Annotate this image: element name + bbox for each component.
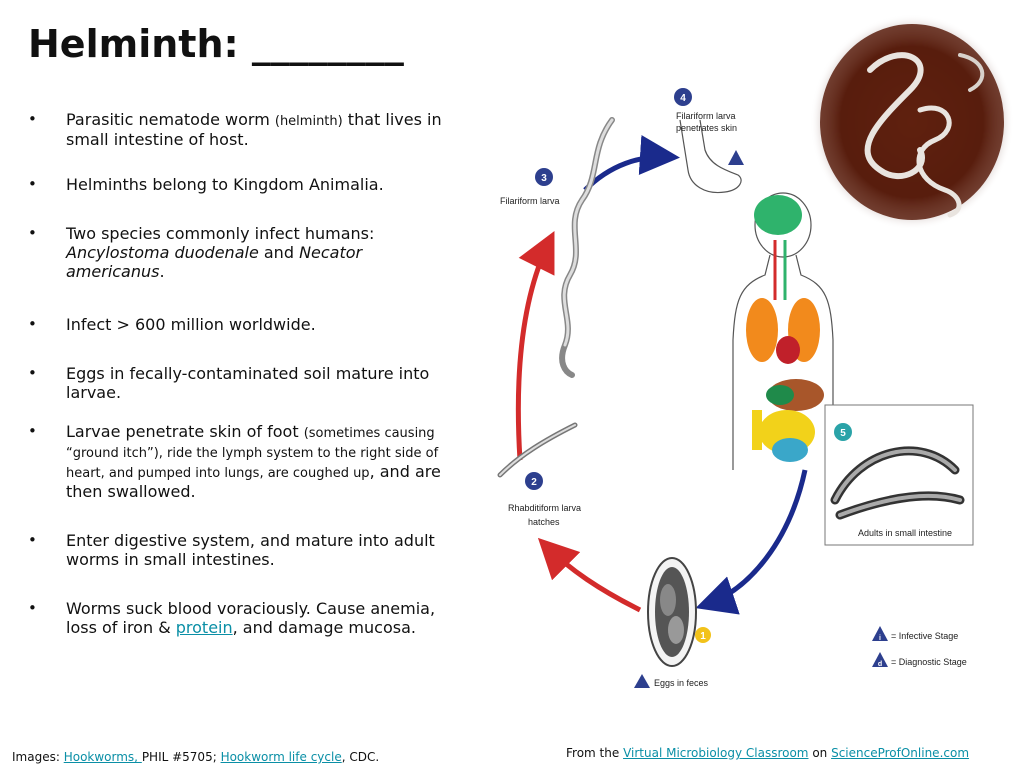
- rhabditiform-larva-shape: [497, 422, 578, 478]
- stage-number-4: 4: [674, 88, 692, 106]
- arrow-5-to-1: [695, 469, 808, 615]
- bullet-small-text: (helminth): [274, 114, 343, 129]
- bullet-list: Parasitic nematode worm (helminth) that …: [28, 110, 453, 637]
- bullet-text: Infect > 600 million worldwide.: [66, 315, 316, 334]
- bullet-text: , and are then swallowed.: [66, 462, 441, 501]
- human-body-figure: [732, 192, 834, 470]
- bullet-text: and: [258, 243, 300, 262]
- bullet-text: Larvae penetrate skin of foot: [66, 422, 304, 441]
- bullet-text: that lives in small intestine of host.: [66, 110, 442, 149]
- scienceprofonline-link[interactable]: ScienceProfOnline.com: [831, 746, 970, 760]
- image-credits: Images: Hookworms, PHIL #5705; Hookworm …: [12, 750, 379, 764]
- credits-prefix: Images:: [12, 750, 64, 764]
- bullet-text: Eggs in fecally-contaminated soil mature…: [66, 364, 430, 402]
- foot-outline: [679, 119, 742, 194]
- hookworm-life-cycle-diagram: 4 3 2 5 1 Filariform larva penetrates sk…: [497, 14, 1014, 688]
- slide-title: Helminth: ________: [28, 22, 404, 66]
- species-name: Ancylostoma duodenale: [66, 243, 259, 262]
- bullet-item: Parasitic nematode worm (helminth) that …: [28, 110, 453, 149]
- legend-infective-label: = Infective Stage: [891, 631, 958, 641]
- source-mid: on: [808, 746, 832, 760]
- filariform-larva-shape: [559, 117, 615, 378]
- bullet-text: Two species commonly infect humans:: [66, 224, 375, 243]
- hookworm-photo: [810, 14, 1014, 230]
- svg-text:2: 2: [531, 477, 537, 488]
- bullet-item: Eggs in fecally-contaminated soil mature…: [28, 364, 453, 402]
- svg-text:d: d: [878, 661, 882, 668]
- legend-diagnostic-label: = Diagnostic Stage: [891, 657, 967, 667]
- bullet-text: Parasitic nematode worm: [66, 110, 275, 129]
- legend-infective-icon: [872, 626, 888, 641]
- label-rhabditiform-1: Rhabditiform larva: [508, 503, 581, 513]
- hookworm-life-cycle-link[interactable]: Hookworm life cycle: [220, 750, 342, 764]
- stage-number-3: 3: [535, 168, 553, 186]
- bullet-text: Helminths belong to Kingdom Animalia.: [66, 175, 384, 194]
- stage-number-1: 1: [695, 627, 711, 643]
- infective-stage-marker: [728, 150, 744, 165]
- bullet-small-text: (sometimes causing “ground itch”), ride …: [66, 426, 439, 481]
- bullet-item: Worms suck blood voraciously. Cause anem…: [28, 599, 453, 637]
- bullet-item: Larvae penetrate skin of foot (sometimes…: [28, 422, 453, 501]
- bullet-text: .: [159, 262, 165, 281]
- species-name: Necator americanus: [66, 243, 363, 281]
- label-adults: Adults in small intestine: [858, 528, 952, 538]
- label-filariform-penetrates-1: Filariform larva: [676, 111, 736, 121]
- arrow-2-to-3: [515, 231, 555, 461]
- protein-link[interactable]: protein: [175, 618, 233, 637]
- stage-number-5: 5: [834, 423, 852, 441]
- bullet-item: Helminths belong to Kingdom Animalia.: [28, 175, 453, 194]
- source-credits: From the Virtual Microbiology Classroom …: [566, 746, 969, 760]
- svg-text:3: 3: [541, 173, 547, 184]
- virtual-microbiology-link[interactable]: Virtual Microbiology Classroom: [623, 746, 809, 760]
- bullet-text: Enter digestive system, and mature into …: [66, 531, 435, 569]
- bullet-text: Worms suck blood voraciously. Cause anem…: [66, 599, 436, 637]
- bullet-text: , and damage mucosa.: [232, 618, 416, 637]
- bullet-item: Infect > 600 million worldwide.: [28, 315, 453, 334]
- hookworms-link[interactable]: Hookworms,: [63, 750, 142, 764]
- source-prefix: From the: [566, 746, 624, 760]
- svg-text:5: 5: [840, 428, 846, 439]
- label-eggs: Eggs in feces: [654, 678, 709, 688]
- legend-diagnostic-icon: [872, 652, 888, 667]
- credits-suffix: , CDC.: [341, 750, 380, 764]
- svg-text:4: 4: [680, 93, 686, 104]
- diagnostic-stage-marker: [634, 674, 650, 688]
- label-filariform-penetrates-2: penetrates skin: [676, 123, 737, 133]
- label-rhabditiform-2: hatches: [528, 517, 560, 527]
- bullet-item: Two species commonly infect humans: Ancy…: [28, 224, 453, 281]
- legend: i = Infective Stage d = Diagnostic Stage: [872, 626, 967, 668]
- credits-mid: PHIL #5705;: [141, 750, 221, 764]
- stage-number-2: 2: [525, 472, 543, 490]
- svg-text:i: i: [879, 635, 881, 642]
- arrow-1-to-2: [537, 537, 642, 613]
- svg-text:1: 1: [700, 631, 706, 642]
- bullet-item: Enter digestive system, and mature into …: [28, 531, 453, 569]
- label-filariform: Filariform larva: [500, 196, 560, 206]
